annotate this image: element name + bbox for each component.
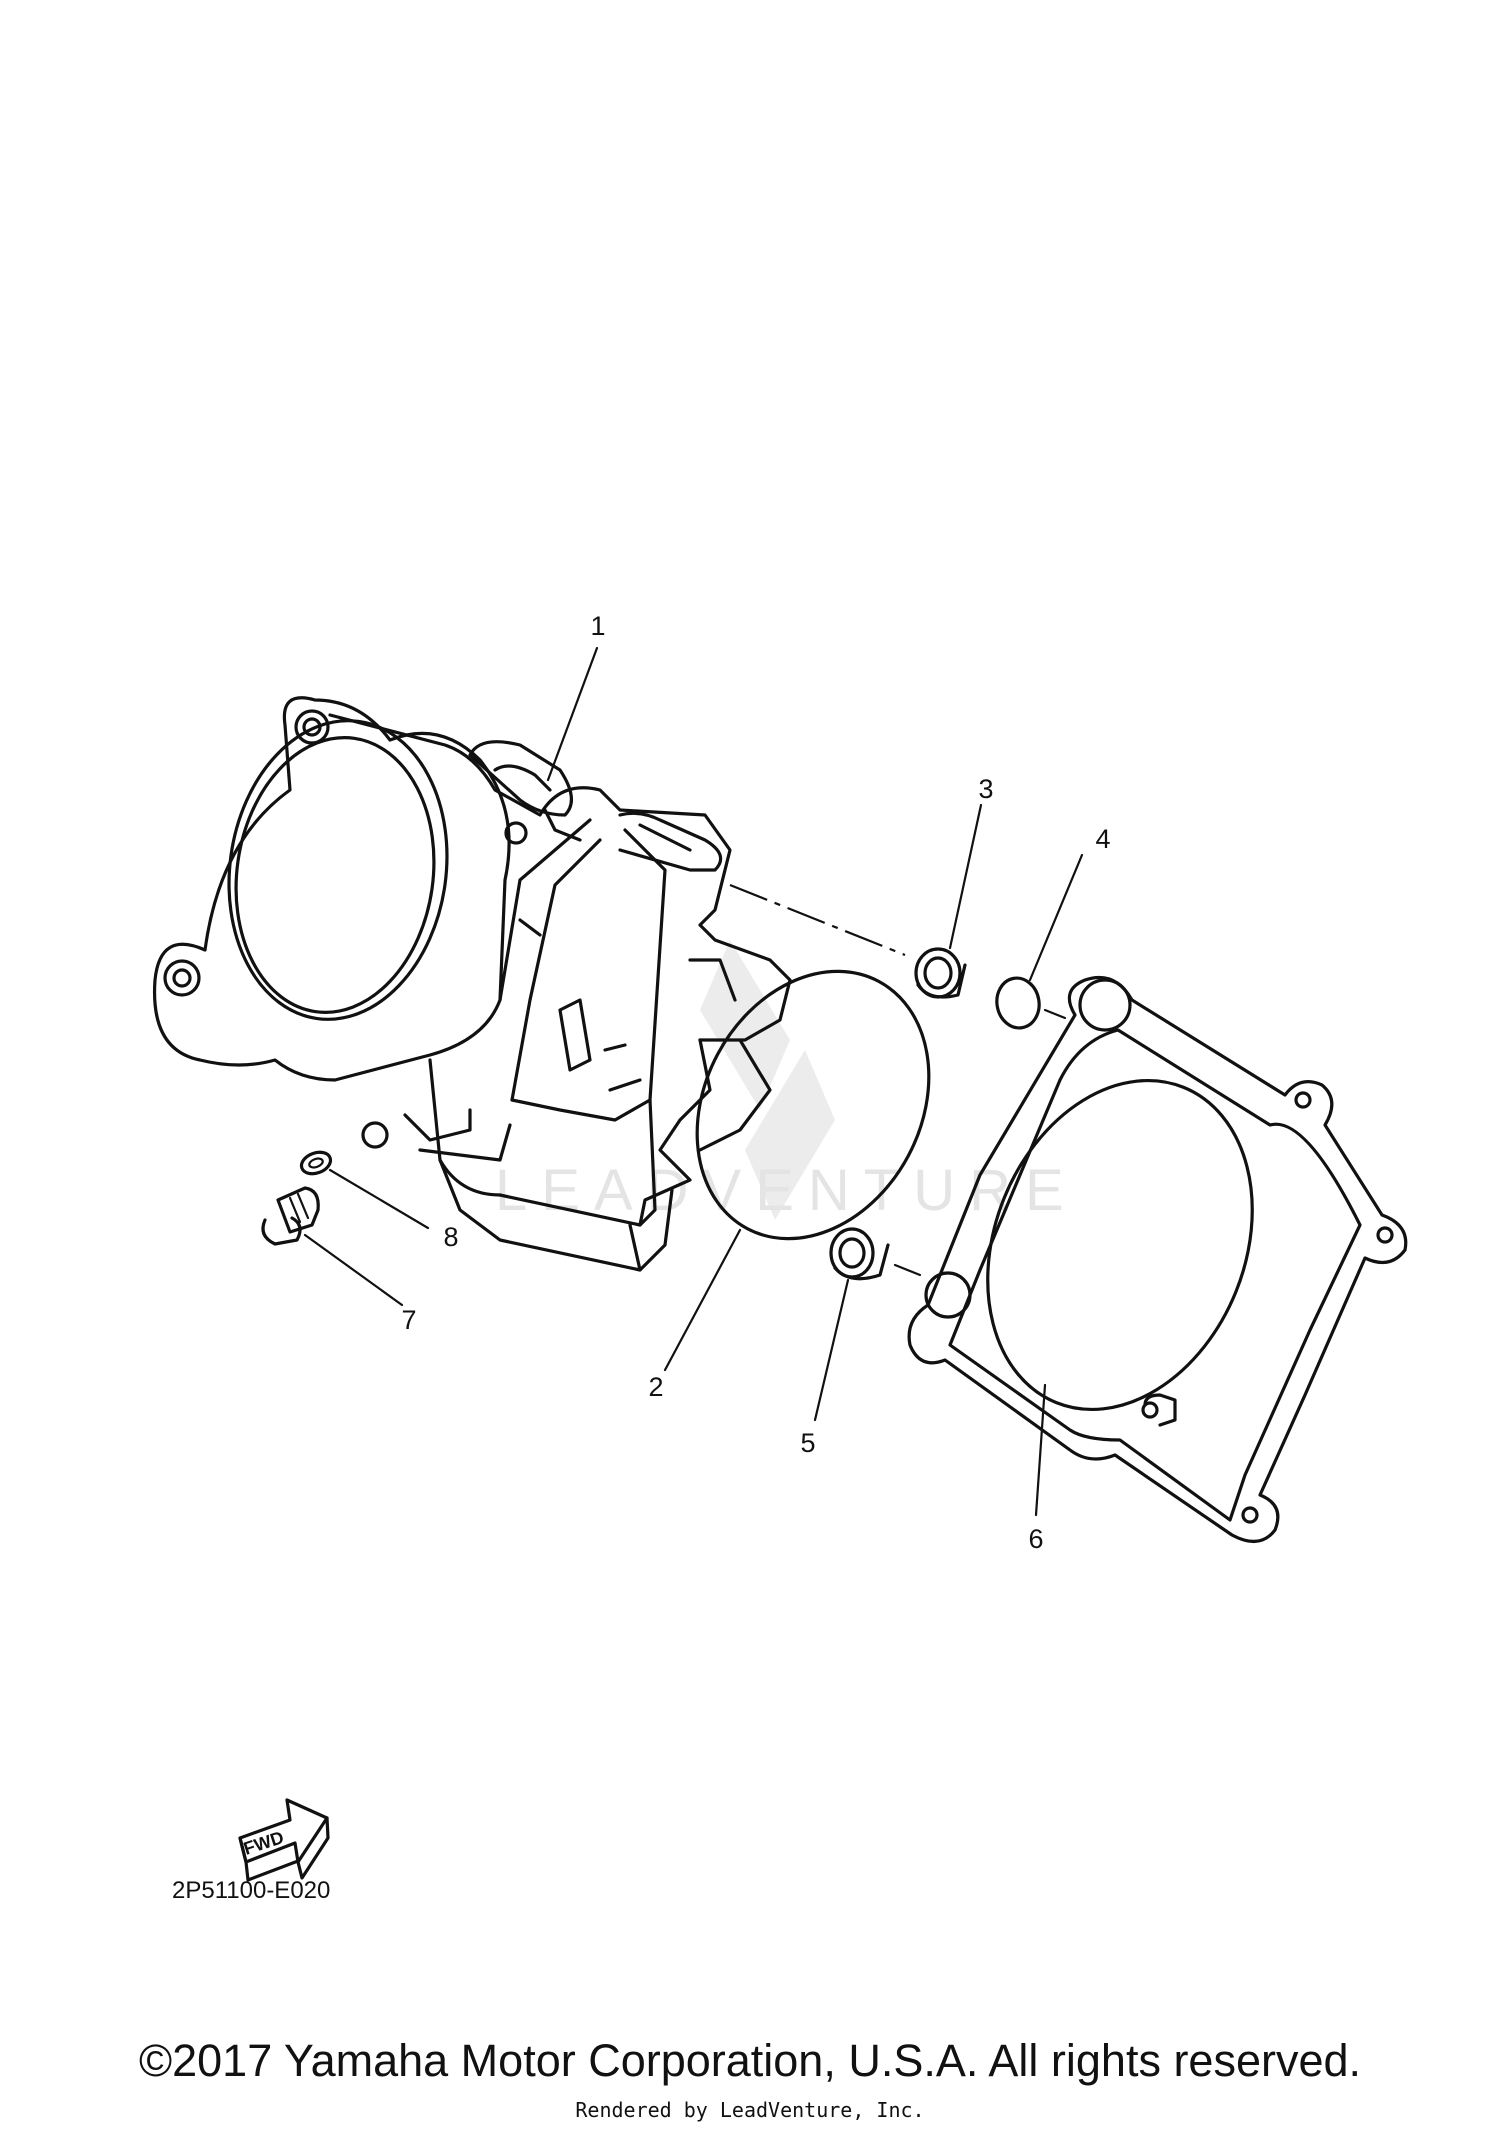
dowel-pin-lower-drawing xyxy=(829,1227,922,1281)
callout-3: 3 xyxy=(978,774,993,804)
fwd-arrow-icon: FWD xyxy=(238,1798,330,1882)
rendered-by-notice: Rendered by LeadVenture, Inc. xyxy=(575,2098,925,2122)
watermark: LEADVENTURE xyxy=(495,940,1078,1223)
copyright-notice: ©2017 Yamaha Motor Corporation, U.S.A. A… xyxy=(138,2035,1362,2086)
callout-5: 5 xyxy=(800,1428,815,1458)
cylinder-drawing xyxy=(152,696,906,1272)
diagram-code: 2P51100-E020 xyxy=(172,1877,330,1904)
gasket-drawing xyxy=(907,975,1408,1543)
callout-1: 1 xyxy=(590,611,605,641)
callout-2: 2 xyxy=(648,1372,663,1402)
callout-7: 7 xyxy=(401,1305,416,1335)
bolt-drawing xyxy=(261,1186,320,1246)
leader-lines xyxy=(303,646,1084,1517)
callout-labels: 1 2 3 4 5 6 7 8 xyxy=(401,611,1110,1554)
o-ring-small-drawing xyxy=(995,976,1067,1030)
callout-6: 6 xyxy=(1028,1524,1043,1554)
dowel-pin-upper-drawing xyxy=(914,947,967,999)
watermark-text: LEADVENTURE xyxy=(495,1158,1078,1223)
washer-drawing xyxy=(299,1150,333,1176)
o-ring-large-drawing xyxy=(695,969,931,1241)
callout-8: 8 xyxy=(443,1222,458,1252)
callout-4: 4 xyxy=(1095,824,1110,854)
